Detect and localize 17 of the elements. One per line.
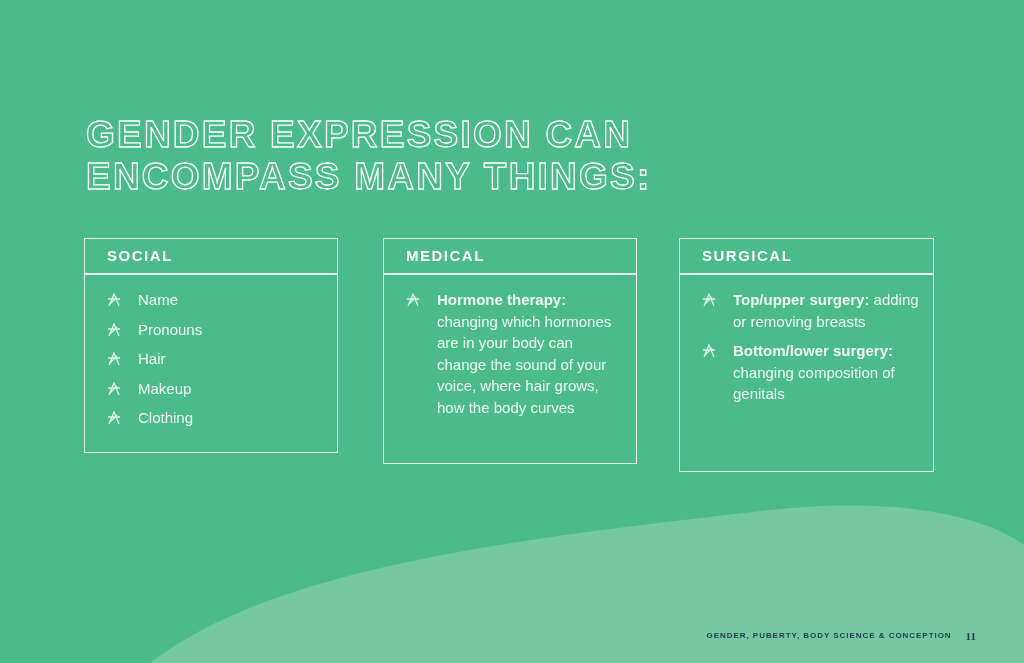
- list-item: Top/upper surgery: adding or removing breasts: [733, 290, 920, 332]
- page-number: 11: [965, 629, 976, 644]
- title: GENDER EXPRESSION CAN ENCOMPASS MANY THINGS:: [86, 114, 653, 198]
- list-item: Hormone therapy: changing which hormones are in your body can change the sound of your voice, where hair grows, how the body curves: [437, 290, 613, 418]
- category-box: [84, 238, 338, 453]
- list-item: Hair: [138, 349, 166, 369]
- category-box: [679, 238, 934, 472]
- footer-text: GENDER, PUBERTY, BODY SCIENCE & CONCEPTION: [706, 630, 952, 643]
- category-box: [383, 238, 637, 464]
- box-heading: SOCIAL: [85, 239, 337, 275]
- list-item: Name: [138, 290, 178, 310]
- list-item: Pronouns: [138, 319, 203, 340]
- list-item: Clothing: [138, 408, 194, 428]
- box-heading: MEDICAL: [384, 239, 636, 275]
- list-item: Makeup: [138, 378, 192, 399]
- list-item: Bottom/lower surgery: changing composition of genitals: [733, 341, 896, 404]
- box-heading: SURGICAL: [680, 239, 933, 275]
